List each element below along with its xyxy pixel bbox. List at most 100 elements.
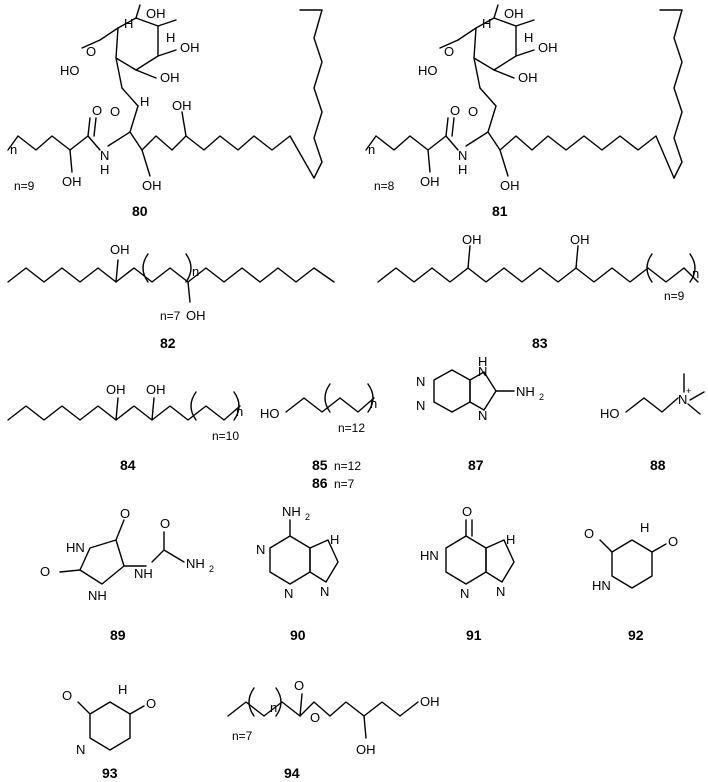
- 80-h-3: H: [140, 94, 149, 109]
- 80-ring-o: O: [86, 44, 96, 59]
- 80-carbonyl-o: O: [92, 103, 102, 118]
- structure-83: OH OH n n=9 83: [377, 232, 699, 351]
- 91-hn: HN: [420, 548, 439, 563]
- 90-n-2: N: [284, 586, 293, 601]
- 83-oh-2: OH: [570, 232, 590, 247]
- 86-label: 86: [312, 475, 328, 491]
- 91-nh: H: [506, 532, 515, 547]
- 84-label: 84: [120, 457, 136, 473]
- 84-n-subscript: n: [236, 404, 243, 419]
- 80-n-subscript: n: [10, 142, 17, 157]
- structure-81: O N H OH OH O O HO OH OH OH H H n n=8 81: [365, 4, 683, 219]
- 90-label: 90: [290, 627, 306, 643]
- 94-label: 94: [284, 765, 300, 781]
- 85-label: 85: [312, 457, 328, 473]
- 88-plus: +: [686, 386, 691, 396]
- 87-nh2-sub: 2: [539, 392, 544, 402]
- 81-ring-o: O: [444, 44, 454, 59]
- 81-oh-1: OH: [420, 174, 440, 189]
- structure-93: O H O N 93: [62, 682, 156, 781]
- structure-80: O N H OH OH OH O O HO OH OH OH H H H n n…: [7, 4, 323, 219]
- 93-h: H: [118, 682, 127, 697]
- structure-82: OH OH n n=7 82: [7, 242, 335, 351]
- 92-h: H: [640, 520, 649, 535]
- 87-nh-n: N: [478, 364, 487, 379]
- 89-label: 89: [110, 627, 126, 643]
- 89-nh-1: NH: [88, 588, 107, 603]
- 94-oh-2: OH: [420, 694, 440, 709]
- 88-ho: HO: [600, 406, 620, 421]
- 82-label: 82: [160, 335, 176, 351]
- 90-nh2: NH: [282, 504, 301, 519]
- 81-h-2: H: [524, 30, 533, 45]
- 85-n-subscript: n: [370, 396, 377, 411]
- 93-n: N: [76, 742, 85, 757]
- 89-nh-2: NH: [134, 566, 153, 581]
- 90-nh2-sub: 2: [305, 512, 310, 522]
- 83-n-subscript: n: [692, 266, 699, 281]
- 89-o-1: O: [120, 506, 130, 521]
- 91-n-3: N: [496, 584, 505, 599]
- 81-n-subscript: n: [368, 142, 375, 157]
- 93-label: 93: [102, 765, 118, 781]
- structure-84: OH OH n n=10 84: [7, 382, 243, 473]
- 93-o-1: O: [62, 688, 72, 703]
- 80-h-1: H: [124, 16, 133, 31]
- 81-oh-2: OH: [500, 178, 520, 193]
- 87-n-2: N: [416, 398, 425, 413]
- 81-amide-n: N: [458, 148, 467, 163]
- 92-o-2: O: [668, 534, 678, 549]
- 85-ho: HO: [260, 406, 280, 421]
- structure-94: O O OH OH n n=7 94: [227, 678, 440, 781]
- 89-nh2-sub: 2: [209, 564, 214, 574]
- 88-n: N: [678, 392, 687, 407]
- 80-note: n=9: [14, 179, 35, 193]
- 80-oh-4: OH: [146, 6, 166, 21]
- 87-n-3: N: [478, 408, 487, 423]
- 80-oh-2: OH: [142, 178, 162, 193]
- 94-oh-1: OH: [356, 742, 376, 757]
- 89-hn: HN: [66, 540, 85, 555]
- 80-oh-6: OH: [160, 70, 180, 85]
- 94-n-subscript: n: [270, 700, 277, 715]
- 91-label: 91: [466, 627, 482, 643]
- 81-label: 81: [492, 203, 508, 219]
- 81-oh-4: OH: [538, 40, 558, 55]
- 91-o: O: [462, 504, 472, 519]
- 81-ho: HO: [418, 63, 438, 78]
- 80-amide-n: N: [100, 148, 109, 163]
- 94-note: n=7: [232, 729, 253, 743]
- 87-nh: H: [478, 354, 487, 369]
- 82-n-subscript: n: [192, 264, 199, 279]
- 89-o-3: O: [160, 516, 170, 531]
- 90-nh: H: [330, 532, 339, 547]
- 80-ho: HO: [60, 63, 80, 78]
- 85-note: n=12: [338, 421, 365, 435]
- 93-o-2: O: [146, 696, 156, 711]
- 89-nh2: NH: [186, 556, 205, 571]
- 83-label: 83: [532, 335, 548, 351]
- 94-ester-o: O: [310, 710, 320, 725]
- 81-amide-h: H: [458, 162, 467, 177]
- 84-note: n=10: [212, 429, 239, 443]
- 92-hn: HN: [592, 578, 611, 593]
- 84-oh-2: OH: [146, 382, 166, 397]
- 81-link-o: O: [468, 104, 478, 119]
- 80-link-o: O: [110, 104, 120, 119]
- 90-n-1: N: [256, 542, 265, 557]
- structure-91: O H HN N N 91: [420, 504, 515, 643]
- 83-note: n=9: [664, 289, 685, 303]
- 80-h-2: H: [166, 30, 175, 45]
- 94-carbonyl-o: O: [294, 678, 304, 693]
- structure-85-86: HO n n=12 85 n=12 86 n=7: [260, 383, 377, 491]
- 81-carbonyl-o: O: [450, 103, 460, 118]
- 90-n-3: N: [320, 584, 329, 599]
- 80-oh-3: OH: [172, 98, 192, 113]
- 82-oh-2: OH: [186, 308, 206, 323]
- 81-oh-3: OH: [504, 6, 524, 21]
- 88-label: 88: [650, 457, 666, 473]
- structure-89: O HN O NH NH O NH 2 89: [40, 506, 214, 643]
- structure-90: NH 2 H N N N 90: [256, 504, 339, 643]
- 91-n-2: N: [460, 586, 469, 601]
- structure-87: N N H N N NH 2 87: [416, 354, 544, 473]
